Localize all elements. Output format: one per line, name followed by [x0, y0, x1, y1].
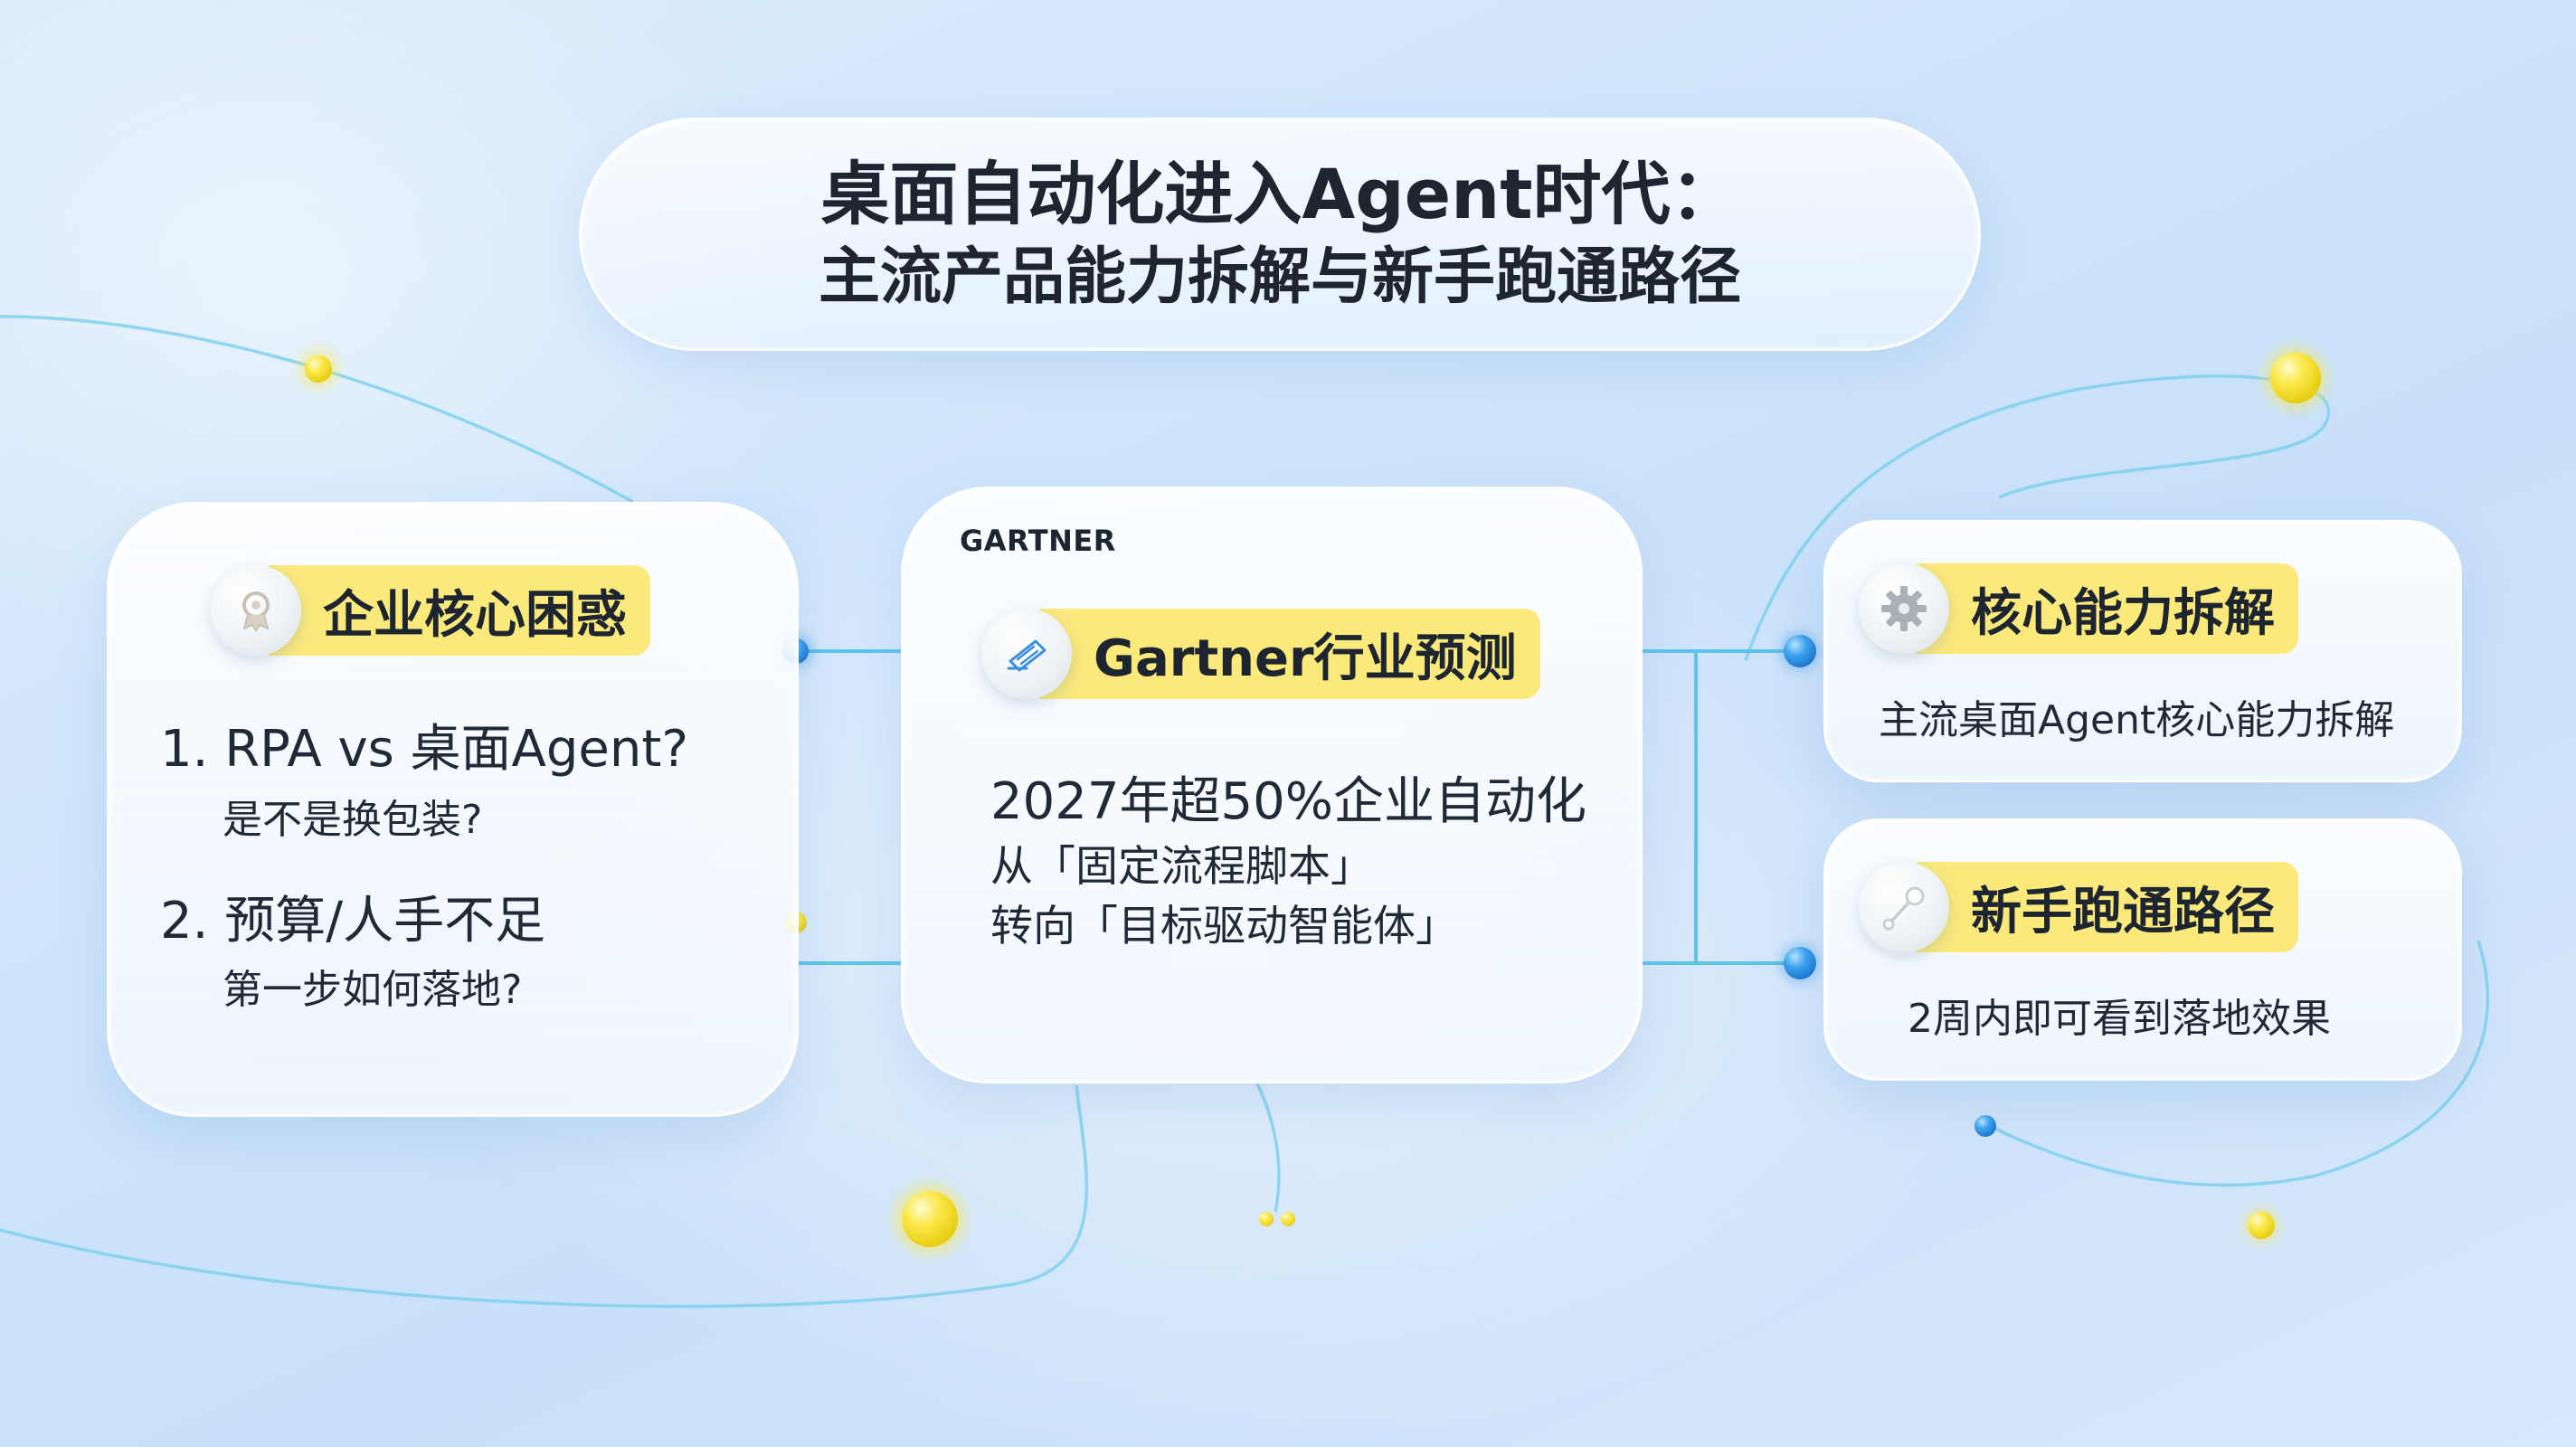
yellow-orbs — [298, 345, 2328, 1255]
curve-bottom-right — [1989, 940, 2489, 1187]
curve-center-drop — [1255, 1083, 1281, 1213]
brand-logo: GARTNER — [960, 524, 1116, 558]
curve-top-right — [1744, 374, 2331, 661]
tag-enterprise-concerns: 企业核心困惑 — [211, 565, 650, 656]
tag-label: 核心能力拆解 — [1917, 563, 2298, 654]
node-right-top — [1784, 635, 1816, 667]
medal-icon — [211, 565, 301, 656]
tag-label: 新手跑通路径 — [1917, 862, 2298, 952]
tag-gartner-forecast: Gartner行业预测 — [981, 609, 1540, 699]
curve-bottom-left — [0, 1084, 1089, 1309]
gear-icon — [1859, 563, 1949, 654]
core-capabilities-desc: 主流桌面Agent核心能力拆解 — [1879, 697, 2395, 743]
tag-beginner-path: 新手跑通路径 — [1859, 862, 2298, 952]
forecast-line-1: 2027年超50%企业自动化 — [990, 772, 1586, 831]
question-2: 2. 预算/人手不足 — [160, 892, 546, 950]
question-1: 1. RPA vs 桌面Agent? — [160, 720, 689, 779]
wrench-icon — [1859, 862, 1949, 952]
title-pill: 桌面自动化进入Agent时代： 主流产品能力拆解与新手跑通路径 — [579, 118, 1981, 351]
connector-left — [796, 649, 901, 965]
node-right-bottom — [1784, 947, 1816, 979]
tag-label: Gartner行业预测 — [1039, 609, 1540, 699]
card-core-capabilities: 核心能力拆解 主流桌面Agent核心能力拆解 — [1823, 520, 2462, 782]
document-icon — [981, 609, 1072, 699]
title-line-2: 主流产品能力拆解与新手跑通路径 — [818, 241, 1741, 313]
card-gartner-forecast: GARTNER Gartner行业预测 2027年超50%企业自动化 从「固定流… — [901, 487, 1643, 1083]
question-2-sub: 第一步如何落地? — [223, 967, 523, 1013]
question-1-sub: 是不是换包装? — [223, 797, 483, 843]
tag-label: 企业核心困惑 — [269, 565, 650, 656]
connector-right-bracket — [1643, 649, 1800, 965]
forecast-line-2: 从「固定流程脚本」 — [990, 842, 1373, 892]
beginner-path-desc: 2周内即可看到落地效果 — [1908, 996, 2331, 1042]
curve-top-left — [0, 315, 634, 504]
card-enterprise-concerns: 企业核心困惑 1. RPA vs 桌面Agent? 是不是换包装? 2. 预算/… — [107, 502, 799, 1117]
title-line-1: 桌面自动化进入Agent时代： — [820, 154, 1739, 235]
tag-core-capabilities: 核心能力拆解 — [1859, 563, 2298, 654]
forecast-line-3: 转向「目标驱动智能体」 — [990, 902, 1458, 951]
node-small-blue — [1975, 1115, 1996, 1137]
card-beginner-path: 新手跑通路径 2周内即可看到落地效果 — [1823, 818, 2462, 1081]
